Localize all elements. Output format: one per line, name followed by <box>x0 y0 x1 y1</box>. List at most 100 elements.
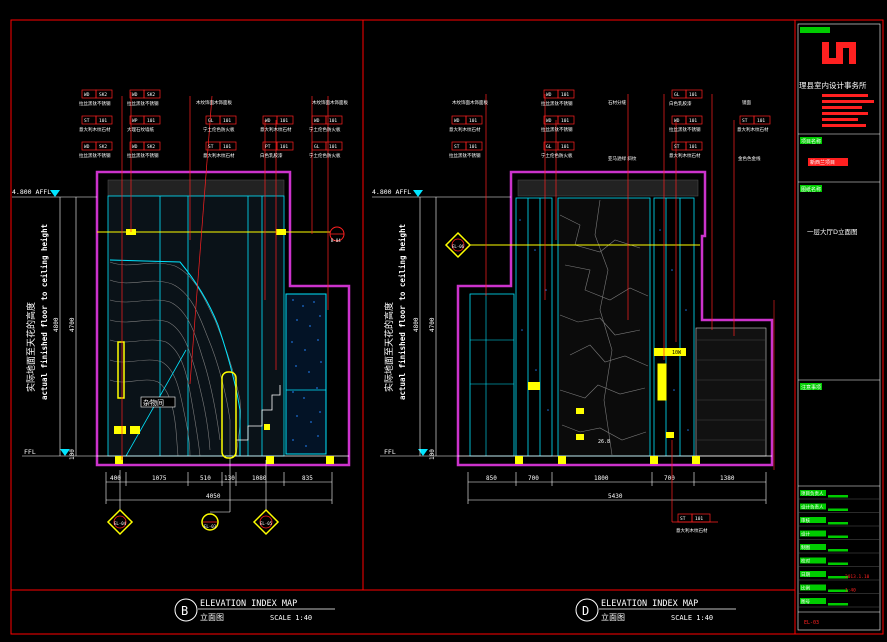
left-vertical-en: actual finished floor to ceiling height <box>40 224 49 400</box>
company-info-bars <box>822 94 874 127</box>
right-index-circle <box>575 598 599 622</box>
svg-text:101: 101 <box>147 118 155 124</box>
company-name: 理县室内设计事务所 <box>799 80 867 90</box>
drawing-label: 图纸名称 <box>801 186 821 193</box>
drawing-value: 一层大厅D立面图 <box>807 227 858 236</box>
svg-text:SK2: SK2 <box>99 144 107 150</box>
tb-field-row: 设计 <box>798 530 880 540</box>
left-callout-label: EL-04 <box>114 521 127 526</box>
left-fixture <box>130 426 140 434</box>
left-fixture <box>115 456 123 464</box>
material-note: 金色色金线 <box>738 155 761 162</box>
right-dim: 850 <box>486 475 497 482</box>
left-elevation: 杂物间 B-04 4.800 AFFL FFL 实际地面至天花的高度 actua… <box>12 89 351 536</box>
svg-text:WD: WD <box>674 118 680 124</box>
right-fixture <box>650 456 658 464</box>
left-note-box <box>140 396 176 408</box>
left-wood-panel <box>107 195 285 457</box>
sheet-number: EL-03 <box>804 620 819 626</box>
left-section-marker-label: B-04 <box>331 238 341 243</box>
svg-text:设计: 设计 <box>801 531 810 538</box>
left-title: ELEVATION INDEX MAP <box>200 599 297 609</box>
left-title-cn: 立面图 <box>200 612 224 622</box>
material-note: 木纹饰面木饰面板 <box>196 99 232 106</box>
right-callout-marker[interactable] <box>444 231 472 259</box>
left-fixture <box>114 426 126 434</box>
left-dim: 835 <box>302 475 313 482</box>
left-marble-edge <box>109 259 241 456</box>
left-callout-label: EL-05 <box>260 521 273 526</box>
svg-text:WD: WD <box>132 92 138 98</box>
svg-text:101: 101 <box>329 144 337 150</box>
right-total-dim: 5430 <box>608 493 623 500</box>
left-callout-marker[interactable] <box>252 508 280 536</box>
right-index-letter: D <box>582 604 589 618</box>
svg-text:101: 101 <box>469 118 477 124</box>
left-callout-marker[interactable] <box>106 508 134 536</box>
left-height-dim: 4800 <box>53 317 60 332</box>
left-door-marker <box>117 341 125 399</box>
svg-text:101: 101 <box>561 144 569 150</box>
svg-text:宁土伦色防火板: 宁土伦色防火板 <box>309 152 341 159</box>
right-height-dim: 4800 <box>413 317 420 332</box>
right-vertical-en: actual finished floor to ceiling height <box>398 224 407 400</box>
tb-field-row: 设计负责人 <box>798 503 880 513</box>
svg-text:拉丝黑钛不锈钢: 拉丝黑钛不锈钢 <box>541 126 573 133</box>
left-vertical-cn: 实际地面至天花的高度 <box>25 302 37 392</box>
right-bottom-tag: ST 101 意大利木纹石材 <box>676 513 711 534</box>
right-level-label: 4.800 AFFL <box>372 188 411 196</box>
right-fixture <box>654 348 686 356</box>
svg-text:101: 101 <box>469 144 477 150</box>
svg-text:拉丝黑钛不锈钢: 拉丝黑钛不锈钢 <box>79 152 111 159</box>
svg-text:WD: WD <box>265 118 271 124</box>
svg-text:ST: ST <box>742 118 748 124</box>
svg-text:项目负责人: 项目负责人 <box>801 490 824 497</box>
right-leader-lines <box>485 94 735 360</box>
svg-text:WD: WD <box>132 144 138 150</box>
svg-text:WP: WP <box>132 118 138 124</box>
svg-text:宁土伦色防火板: 宁土伦色防火板 <box>309 126 341 133</box>
right-fixture <box>666 432 674 438</box>
right-elevation: 26.8 10W EL-06 4.800 AFFL FFL 实际地面至天花的高度… <box>372 89 775 534</box>
right-fixture <box>576 408 584 414</box>
left-dim: 510 <box>200 475 211 482</box>
left-dim: 400 <box>110 475 121 482</box>
left-ceiling-band <box>107 179 285 197</box>
svg-text:WD: WD <box>84 92 90 98</box>
svg-text:101: 101 <box>329 118 337 124</box>
right-fixture <box>692 456 700 464</box>
svg-text:审核: 审核 <box>801 517 810 524</box>
svg-text:拉丝黑钛不锈钢: 拉丝黑钛不锈钢 <box>127 152 159 159</box>
svg-text:ST: ST <box>84 118 90 124</box>
right-title-cn: 立面图 <box>601 612 625 622</box>
right-label-a: 26.8 <box>598 439 610 445</box>
svg-text:宁土伦色防火板: 宁土伦色防火板 <box>203 126 235 133</box>
svg-text:WD: WD <box>546 118 552 124</box>
right-marble-panel <box>557 197 651 457</box>
svg-text:101: 101 <box>757 118 765 124</box>
svg-text:意大利木纹石材: 意大利木纹石材 <box>676 527 708 534</box>
svg-text:GL: GL <box>314 144 320 150</box>
right-ffl-label: FFL <box>384 448 396 456</box>
tb-header-badge <box>800 27 830 33</box>
right-title-strip: D ELEVATION INDEX MAP 立面图 SCALE 1:40 <box>575 598 736 622</box>
svg-text:GL: GL <box>674 92 680 98</box>
left-index-circle <box>174 598 198 622</box>
svg-text:101: 101 <box>223 118 231 124</box>
svg-text:ST: ST <box>454 144 460 150</box>
left-total-dim: 4050 <box>206 493 221 500</box>
svg-text:SK2: SK2 <box>147 92 155 98</box>
tb-field-row: 审核 <box>798 517 880 527</box>
left-fixture <box>264 424 270 430</box>
svg-text:ST: ST <box>674 144 680 150</box>
left-section-tick <box>276 229 286 235</box>
svg-text:白色乳胶漆: 白色乳胶漆 <box>669 100 692 107</box>
